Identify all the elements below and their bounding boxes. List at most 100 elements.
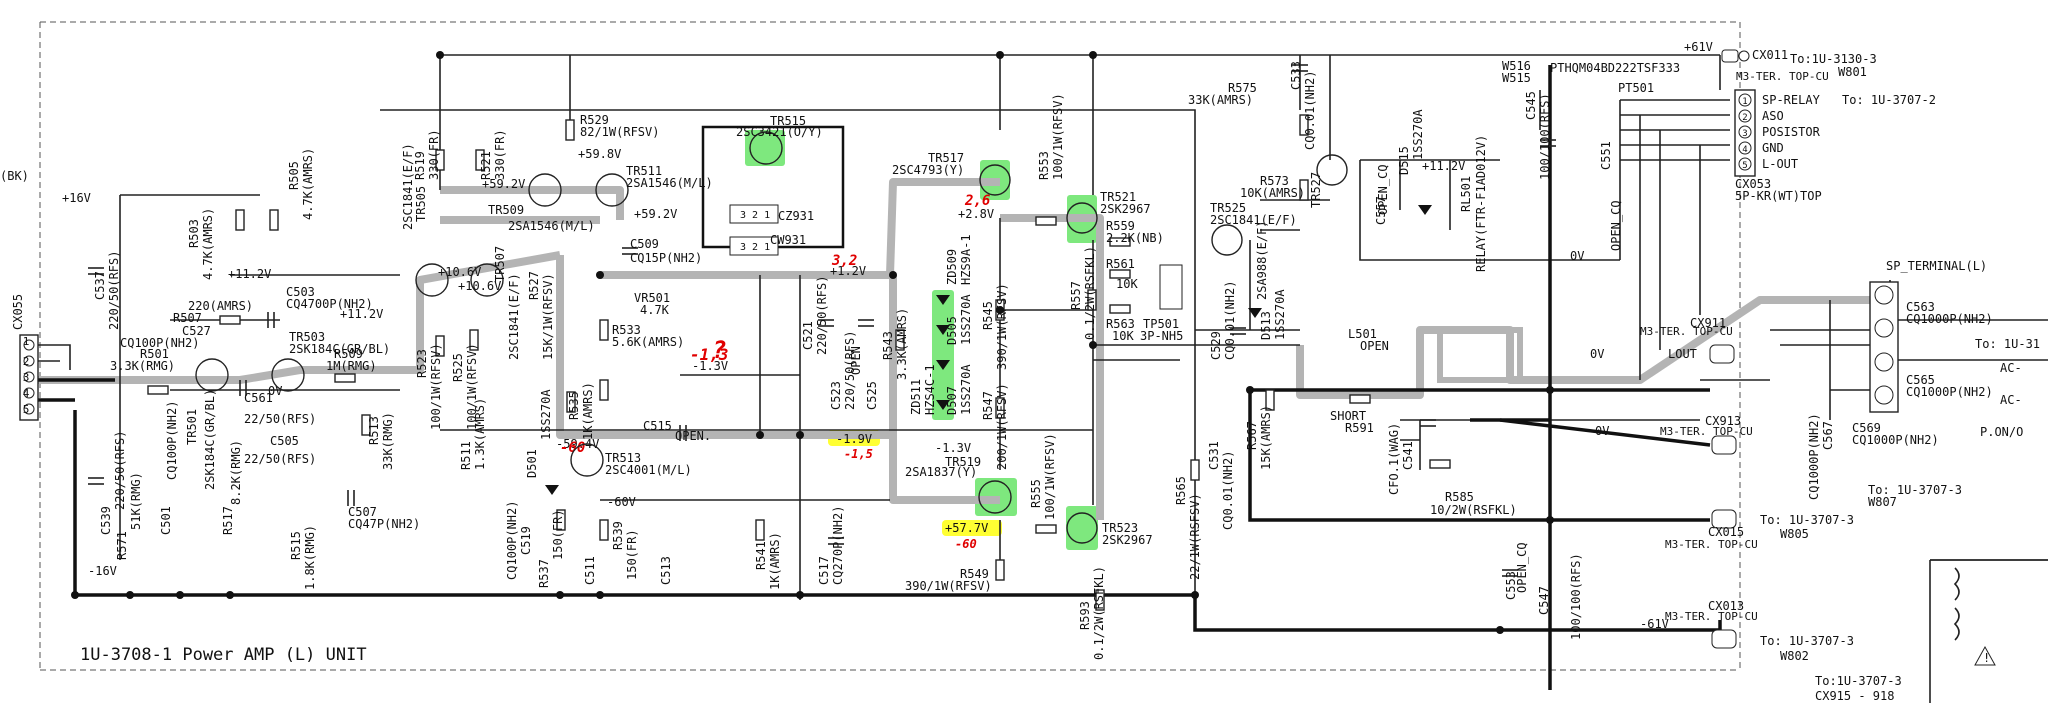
tr523-ref: TR523 (1102, 521, 1138, 535)
short-label: SHORT (1330, 409, 1366, 423)
to-right-label: To: 1U-31 (1975, 337, 2040, 351)
rail-p61: +61V (1684, 40, 1713, 54)
r533-ref: R533 (612, 323, 641, 337)
c563-ref: C563 (1906, 300, 1935, 314)
r559-val: 2.2K(NB) (1106, 231, 1164, 245)
c503-val: CQ4700P(NH2) (286, 297, 373, 311)
r563-val: 10K (1112, 329, 1134, 343)
tr509-part: 2SA1546(M/L) (508, 219, 595, 233)
d513-ref: D513 (1259, 311, 1273, 340)
c525-ref: C525 (865, 381, 879, 410)
tr517-ref: TR517 (928, 151, 964, 165)
svg-text:4: 4 (23, 387, 30, 400)
r571-ref: R571 (115, 531, 129, 560)
r553-ref: R553 (1037, 151, 1051, 180)
cx013-type: M3-TER. TOP-CU (1665, 610, 1758, 623)
tr513-ref: TR513 (605, 451, 641, 465)
r519-ref: R519 (413, 151, 427, 180)
connector-cx053: 1 2 3 4 5 SP-RELAY ASO POSISTOR GND L-OU… (1734, 89, 1936, 203)
rl501-ref: RL501 (1459, 176, 1473, 212)
r565-ref: R565 (1174, 476, 1188, 505)
r539-ref: R539 (611, 521, 625, 550)
cx053-to: To: 1U-3707-2 (1842, 93, 1936, 107)
r523-val: 100/1W(RFSV) (429, 343, 443, 430)
tr513-part: 2SC4001(M/L) (605, 463, 692, 477)
c519-val: CQ100P(NH2) (505, 501, 519, 580)
sp-terminal-label: SP_TERMINAL(L) (1886, 259, 1987, 273)
rail-m60: -60V (607, 495, 636, 509)
rail-p577: +57.7V (945, 521, 988, 535)
r513-val: 33K(RMG) (381, 412, 395, 470)
cx911-label: CX911 (1690, 316, 1726, 330)
w516-label: W516 (1502, 59, 1531, 73)
tr527-part: 2SA988(E/F) (1255, 221, 1269, 300)
cx915-to: To:1U-3707-3 (1815, 674, 1902, 688)
r537-val: 150(FR) (551, 509, 565, 560)
r527-val: 15K/1W(RFSV) (541, 273, 555, 360)
tr503-part: 2SK184C(GR/BL) (289, 342, 390, 356)
cx015-type: M3-TER. TOP-CU (1665, 538, 1758, 551)
svg-text:3: 3 (23, 371, 30, 384)
junction-nodes (71, 51, 1554, 634)
r547-ref: R547 (981, 391, 995, 420)
capacitor-symbols (88, 64, 1556, 577)
cx053-pin-5: L-OUT (1762, 157, 1798, 171)
rail-m19: -1.9V (836, 432, 872, 446)
rail-labels: +16V -16V +11.2V +11.2V +59.2V +59.8V +5… (62, 147, 1669, 631)
vr501-val: 4.7K (640, 303, 670, 317)
cx053-type: 5P-KR(WT)TOP (1735, 189, 1822, 203)
c513-ref: C513 (659, 556, 673, 585)
ac1-label: AC- (2000, 361, 2022, 375)
tr505-ref: TR505 (414, 186, 428, 222)
d501-ref: D501 (525, 449, 539, 478)
c501-val: CQ100P(NH2) (165, 401, 179, 480)
c545-ref: C545 (1524, 91, 1538, 120)
c527-val: CQ100P(NH2) (120, 336, 199, 350)
r555-val: 100/1W(RFSV) (1043, 433, 1057, 520)
svg-text:5: 5 (23, 403, 30, 416)
r535-val: 1K(AMRS) (581, 382, 595, 440)
c507-ref: C507 (348, 505, 377, 519)
c541-ref: C541 (1401, 441, 1415, 470)
tr503-ref: TR503 (289, 330, 325, 344)
r539-val: 150(FR) (625, 529, 639, 580)
connector-cx011: CX011 To:1U-3130-3 M3-TER. TOP-CU W801 +… (1502, 40, 1877, 95)
cx053-pin-2: ASO (1762, 109, 1784, 123)
cx013-label: CX013 (1708, 599, 1744, 613)
pth-label: PTHQM04BD222TSF333 (1550, 61, 1680, 75)
c533-val: CQ0.01(NH2) (1303, 71, 1317, 150)
tr511-part: 2SA1546(M/L) (626, 176, 713, 190)
c569-ref: C569 (1852, 421, 1881, 435)
rail-m594: -59.4V (556, 437, 599, 451)
r545-ref: R545 (981, 301, 995, 330)
signal-path-highlight (20, 178, 1890, 520)
border-frame (39, 21, 1741, 671)
d501-val: 1SS270A (539, 389, 553, 440)
c531-val: CQ0.01(NH2) (1221, 451, 1235, 530)
r509-ref: R509 (334, 347, 363, 361)
r511-val: 1.3K(AMRS) (473, 398, 487, 470)
r549-val: 390/1W(RFSV) (905, 579, 992, 593)
r509-val: 1M(RMG) (326, 359, 377, 373)
r525-val: 100/1W(RFSV) (465, 343, 479, 430)
rail-p16: +16V (62, 191, 91, 205)
d505-val: 1SS270A (959, 294, 973, 345)
svg-text:3: 3 (1742, 129, 1747, 139)
cx911-type: M3-TER. TOP-CU (1640, 325, 1733, 338)
resistor-labels: R529 82/1W(RFSV) R519 330(FR) R521 330(F… (110, 81, 1517, 660)
cx015-to: To: 1U-3707-3 (1760, 513, 1854, 527)
r507-val: 220(AMRS) (188, 299, 253, 313)
annotation-question: ? (712, 336, 726, 364)
rail-p106: +10.6V (438, 265, 481, 279)
r501-ref: R501 (140, 347, 169, 361)
d507-val: 1SS270A (959, 364, 973, 415)
r503-ref: R503 (187, 219, 201, 248)
rail-p112c: +11.2V (1422, 159, 1465, 173)
capacitor-labels: C537 220/50(RFS) C539 220/50(RFS) C503 C… (93, 61, 1993, 640)
r585-val: 10/2W(RSFKL) (1430, 503, 1517, 517)
c521-ref: C521 (801, 321, 815, 350)
d507-ref: D507 (945, 386, 959, 415)
r535-ref: R535 (567, 391, 581, 420)
c569-val: CQ1000P(NH2) (1852, 433, 1939, 447)
tr525-part: 2SC1841(E/F) (1210, 213, 1297, 227)
